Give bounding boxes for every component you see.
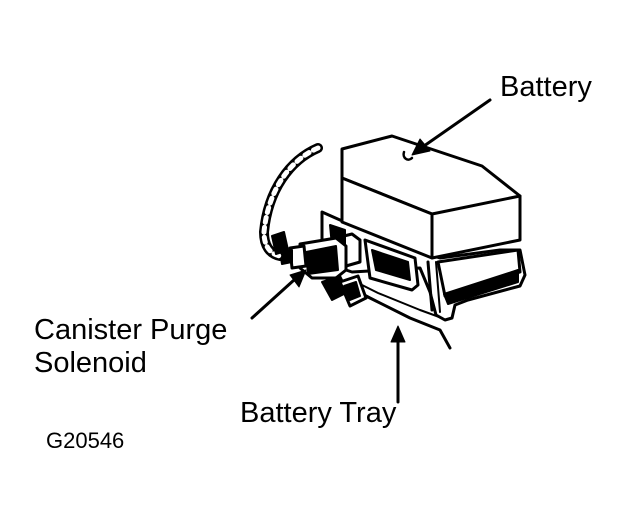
wiring-harness <box>259 143 323 261</box>
battery-box <box>340 134 522 260</box>
canister-label-line2: Solenoid <box>34 347 147 379</box>
battery-tray-label: Battery Tray <box>240 397 397 429</box>
figure-id: G20546 <box>46 428 125 453</box>
canister-purge-solenoid-label: Canister Purge Solenoid <box>34 314 227 380</box>
callout-arrows <box>250 98 492 404</box>
canister-label-line1: Canister Purge <box>34 314 228 346</box>
canister-purge-solenoid <box>279 232 368 308</box>
battery-label: Battery <box>500 71 592 103</box>
battery-tray <box>320 210 527 350</box>
